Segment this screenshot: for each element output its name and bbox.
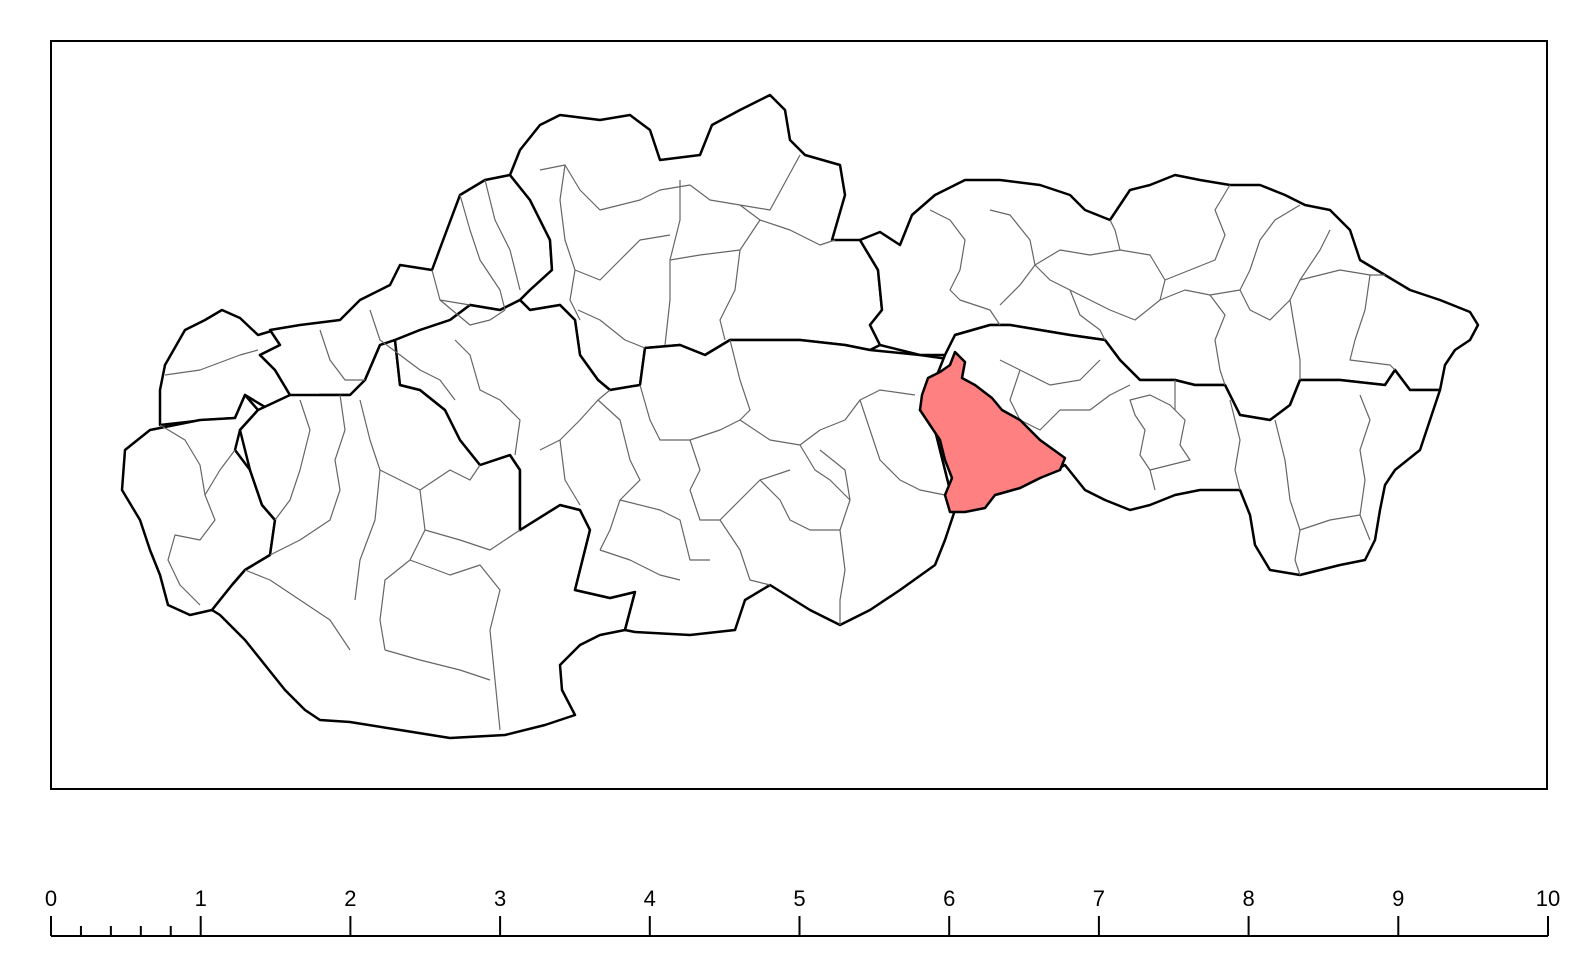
district-border [319, 329, 365, 381]
district-border [204, 449, 236, 496]
district-border [639, 384, 741, 441]
district-borders [159, 154, 1396, 731]
district-border [379, 464, 481, 491]
district-border [719, 519, 771, 586]
district-border [1229, 399, 1241, 491]
district-border [1359, 394, 1371, 516]
district-border [244, 569, 351, 651]
district-border [369, 309, 456, 401]
district-border [539, 389, 611, 451]
scale-label: 0 [45, 886, 57, 911]
district-border [1299, 269, 1385, 281]
district-border [599, 549, 681, 581]
district-border [1159, 289, 1226, 386]
district-border [1129, 394, 1191, 471]
district-border [929, 209, 1001, 326]
district-border [159, 424, 216, 606]
district-border [559, 439, 581, 506]
district-border [839, 529, 846, 625]
map-canvas [120, 93, 1480, 740]
district-border [1289, 299, 1301, 380]
scale-label: 5 [793, 886, 805, 911]
district-border [454, 339, 521, 456]
district-border [269, 394, 346, 556]
district-border [859, 399, 946, 496]
scale-label: 8 [1242, 886, 1254, 911]
district-border [484, 179, 521, 291]
highlighted-district[interactable] [918, 350, 1067, 514]
district-border [164, 349, 259, 376]
district-border [669, 219, 761, 261]
district-border [1294, 529, 1301, 576]
scale-label: 1 [195, 886, 207, 911]
district-border [1009, 369, 1131, 431]
district-border [1349, 274, 1396, 371]
district-border [759, 449, 851, 531]
scale-labels: 0 1 2 3 4 5 6 7 8 9 10 [45, 886, 1560, 911]
district-border [619, 499, 710, 561]
scale-bar: 0 1 2 3 4 5 6 7 8 9 10 [45, 886, 1560, 937]
district-border [559, 164, 671, 281]
district-border [739, 389, 916, 446]
district-border [719, 249, 741, 341]
district-border [1164, 184, 1231, 281]
district-border [689, 439, 791, 521]
district-border [379, 489, 426, 651]
district-border [424, 529, 521, 551]
district-border [439, 299, 506, 326]
scale-label: 9 [1392, 886, 1404, 911]
district-border [1149, 469, 1156, 491]
district-border [989, 209, 1036, 306]
district-border [999, 359, 1101, 386]
district-border [274, 399, 311, 521]
district-border [739, 204, 836, 246]
district-border [384, 649, 491, 681]
district-border [729, 339, 751, 421]
district-border [539, 164, 691, 211]
district-border [1109, 219, 1121, 251]
district-border [354, 399, 381, 601]
district-border [459, 194, 506, 311]
scale-label: 3 [494, 886, 506, 911]
district-border [1069, 289, 1106, 341]
scale-label: 2 [344, 886, 356, 911]
scale-label: 10 [1536, 886, 1560, 911]
district-border [577, 309, 646, 349]
scale-label: 7 [1093, 886, 1105, 911]
district-border [409, 559, 501, 731]
scale-ticks [50, 916, 1549, 937]
scale-label: 4 [644, 886, 656, 911]
district-border [1209, 204, 1301, 296]
district-border [799, 444, 851, 501]
district-border [569, 269, 581, 321]
scale-label: 6 [943, 886, 955, 911]
district-border [597, 399, 641, 551]
region-outlines [120, 93, 1480, 740]
